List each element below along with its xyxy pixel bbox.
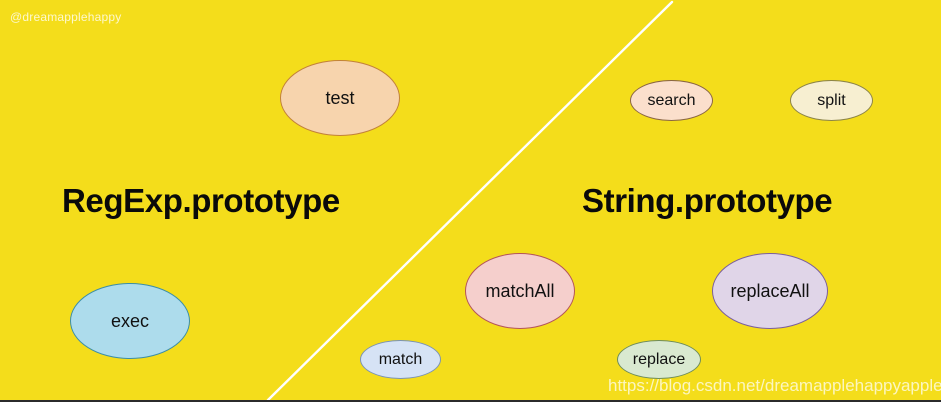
method-node-matchAll[interactable]: matchAll: [465, 253, 575, 329]
method-node-label: matchAll: [485, 281, 555, 301]
string-title-text: String.prototype: [582, 182, 833, 219]
method-node-test[interactable]: test: [280, 60, 400, 136]
method-node-label: split: [817, 91, 846, 109]
regexp-title-text: RegExp.prototype: [62, 182, 340, 219]
method-node-exec[interactable]: exec: [70, 283, 190, 359]
method-node-split[interactable]: split: [790, 80, 873, 121]
method-node-match[interactable]: match: [360, 340, 441, 379]
method-node-label: match: [378, 350, 423, 368]
author-watermark: @dreamapplehappy: [10, 10, 122, 24]
method-node-replace[interactable]: replace: [617, 340, 701, 379]
method-node-label: search: [647, 91, 696, 109]
method-node-label: test: [325, 88, 355, 108]
method-node-replaceAll[interactable]: replaceAll: [712, 253, 828, 329]
method-node-label: replaceAll: [730, 281, 810, 301]
method-node-label: exec: [110, 311, 150, 331]
page-title-regexp-prototype: RegExp.prototype: [59, 182, 343, 220]
page-title-string-prototype: String.prototype: [579, 182, 836, 220]
url-watermark: https://blog.csdn.net/dreamapplehappyapp…: [608, 376, 941, 395]
method-node-search[interactable]: search: [630, 80, 713, 121]
method-node-label: replace: [632, 350, 686, 368]
